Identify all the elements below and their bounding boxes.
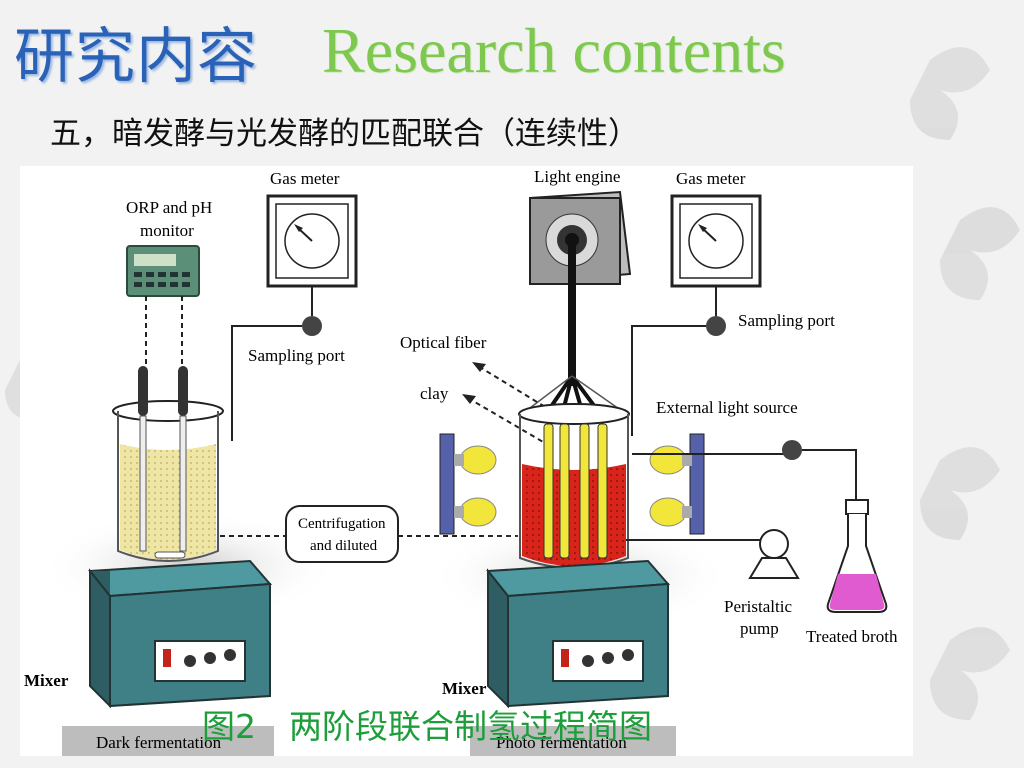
external-light-left <box>439 433 497 535</box>
photo-fermentation-label: Photo fermentation <box>496 733 627 752</box>
sampling-port-left-label: Sampling port <box>248 346 345 365</box>
treated-broth-label: Treated broth <box>806 627 898 646</box>
peristaltic-label-line1: Peristaltic <box>724 597 792 616</box>
sampling-port-left <box>302 316 322 336</box>
magnetic-stirrer-right <box>486 559 671 709</box>
page-title-chinese: 研究内容 <box>14 22 258 92</box>
peristaltic-pump <box>748 529 800 579</box>
sampling-port-right <box>706 316 726 336</box>
peristaltic-label-line2: pump <box>740 619 779 638</box>
dark-fermentation-reactor <box>112 366 224 562</box>
external-light-right <box>649 433 705 535</box>
centrifugation-line2: and diluted <box>310 538 378 554</box>
orp-label-line1: ORP and pH <box>126 198 212 217</box>
gas-meter-right <box>670 194 762 288</box>
photo-fermentation-tag <box>470 726 676 756</box>
centrifugation-line1: Centrifugation <box>298 516 386 532</box>
orp-ph-monitor <box>126 245 200 297</box>
mixer-left-label: Mixer <box>24 671 69 690</box>
page-title-english: Research contents <box>322 15 786 86</box>
mixer-right-label: Mixer <box>442 679 487 698</box>
figure-caption: 图2 两阶段联合制氢过程简图 <box>202 707 652 746</box>
treated-broth-flask <box>826 499 888 613</box>
gas-meter-right-label: Gas meter <box>676 169 746 188</box>
diagram-panel: Gas meter Sampling port ORP and pH monit… <box>20 166 913 756</box>
centrifugation-box <box>285 505 399 563</box>
dark-fermentation-tag <box>62 726 274 756</box>
light-engine <box>528 190 632 285</box>
external-light-source-label: External light source <box>656 398 798 417</box>
gas-meter-left-label: Gas meter <box>270 169 340 188</box>
external-sampling-port <box>782 440 802 460</box>
slide-subtitle: 五，暗发酵与光发酵的匹配联合（连续性） <box>50 116 639 152</box>
gas-meter-left <box>266 194 358 288</box>
orp-label-line2: monitor <box>140 221 194 240</box>
light-engine-label: Light engine <box>534 167 620 186</box>
sampling-port-right-label: Sampling port <box>738 311 835 330</box>
magnetic-stirrer-left <box>88 559 273 709</box>
hydrogen-process-diagram: Gas meter Sampling port ORP and pH monit… <box>24 167 898 756</box>
dark-fermentation-label: Dark fermentation <box>96 733 222 752</box>
clay-label: clay <box>420 384 449 403</box>
photo-fermentation-reactor <box>518 403 630 569</box>
optical-fiber-label: Optical fiber <box>400 333 487 352</box>
